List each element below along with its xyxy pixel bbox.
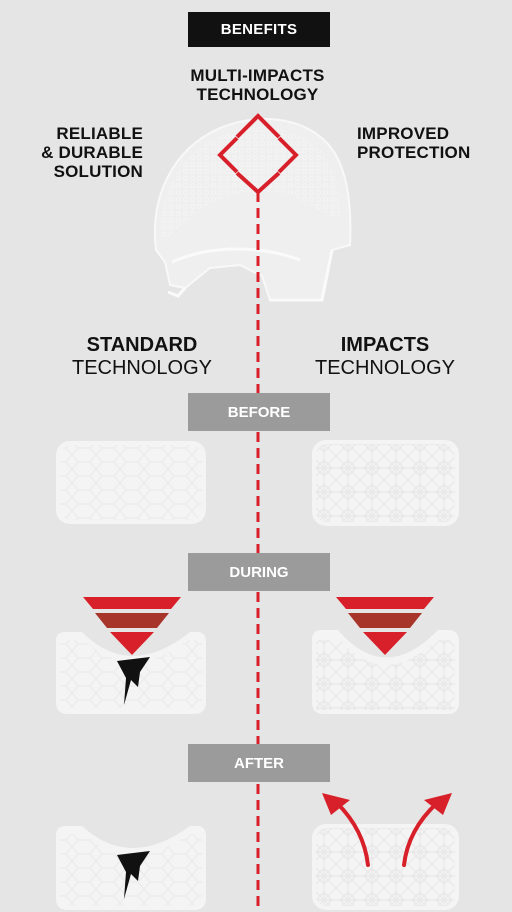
crack-icon-during: [117, 657, 150, 705]
standard-title-light: TECHNOLOGY: [71, 357, 213, 379]
helmet-icon: [154, 117, 352, 302]
impacts-title-light: TECHNOLOGY: [314, 357, 456, 379]
arrow-head-left: [322, 793, 350, 815]
diamond-icon: [217, 113, 299, 195]
recovery-arrow-icon: [335, 801, 439, 867]
benefits-badge: BENEFITS: [188, 12, 330, 47]
impact-triangle-icon-left: [83, 597, 181, 655]
benefit-center-line2: TECHNOLOGY: [196, 85, 319, 104]
arrow-head-right: [424, 793, 452, 815]
impacts-block-before: [312, 440, 459, 526]
benefit-left-line3: SOLUTION: [53, 162, 143, 181]
impacts-block-during: [312, 630, 459, 714]
standard-technology-title: STANDARD TECHNOLOGY: [52, 334, 232, 380]
benefit-center-line1: MULTI-IMPACTS: [190, 66, 325, 85]
stage-during-label: DURING: [188, 553, 330, 591]
benefit-left-line2: & DURABLE: [41, 143, 143, 162]
benefit-left-line1: RELIABLE: [56, 124, 143, 143]
standard-title-bold: STANDARD: [86, 334, 198, 356]
benefit-right-line1: IMPROVED: [357, 124, 450, 143]
impacts-title-bold: IMPACTS: [340, 334, 430, 356]
impacts-block-after: [312, 824, 459, 910]
benefit-multi-impacts: MULTI-IMPACTS TECHNOLOGY: [150, 66, 365, 104]
benefit-reliable: RELIABLE & DURABLE SOLUTION: [10, 124, 143, 181]
impacts-technology-title: IMPACTS TECHNOLOGY: [294, 334, 476, 380]
crack-icon-after: [117, 851, 150, 899]
benefit-right-line2: PROTECTION: [357, 143, 471, 162]
stage-after-label: AFTER: [188, 744, 330, 782]
impact-triangle-icon-right: [336, 597, 434, 655]
standard-block-before: [56, 441, 206, 524]
stage-before-label: BEFORE: [188, 393, 330, 431]
benefit-protection: IMPROVED PROTECTION: [357, 124, 512, 162]
